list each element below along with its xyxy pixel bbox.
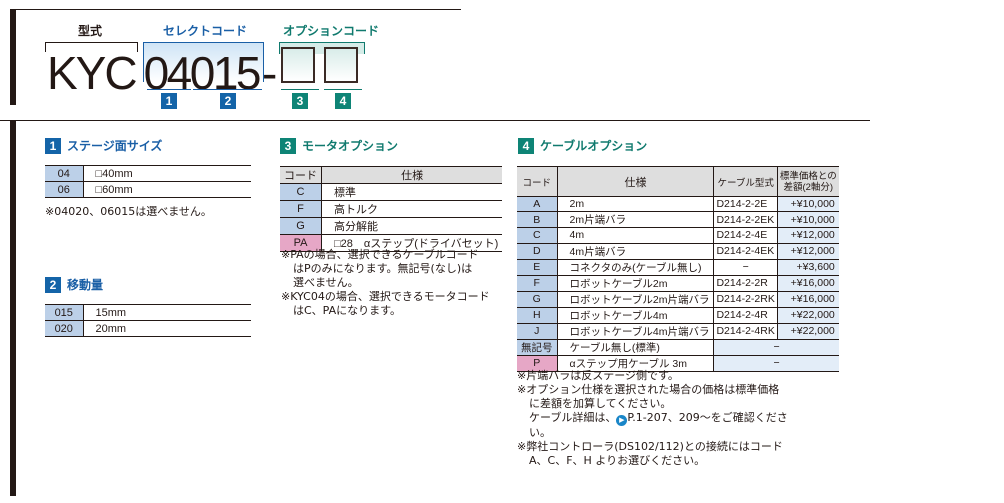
top-rule: [10, 9, 461, 10]
cable-spec: 2m: [556, 195, 714, 213]
model-bracket: [45, 42, 138, 52]
left-bar: [10, 10, 16, 105]
cable-code: B: [517, 211, 557, 229]
option-box-4: [324, 47, 358, 83]
cable-spec: ロボットケーブル4m: [556, 306, 714, 324]
cable-model: D214-2-2RK: [713, 290, 778, 308]
section-rule: [0, 120, 870, 121]
cable-model: D214-2-4R: [713, 306, 778, 324]
cable-model: D214-2-2E: [713, 195, 778, 213]
page-reference-link[interactable]: P.1-207、209〜をご確認くださ: [627, 411, 788, 424]
cable-code: A: [517, 195, 557, 213]
cable-code: D: [517, 242, 557, 260]
cable-price: +¥16,000: [776, 274, 839, 292]
dash: -: [262, 47, 278, 99]
cable-model: D214-2-2EK: [713, 211, 778, 229]
cable-model: D214-2-4EK: [713, 242, 778, 260]
cable-price: +¥22,000: [776, 322, 839, 340]
cable-price: +¥16,000: [776, 290, 839, 308]
stage-size-note: ※04020、06015は選べません。: [45, 205, 212, 218]
cable-price: +¥10,000: [776, 195, 839, 213]
cable-spec: 4m片端バラ: [556, 242, 714, 260]
cable-code: E: [517, 258, 557, 276]
cable-price: +¥12,000: [776, 242, 839, 260]
marker-2: 2: [220, 93, 236, 109]
cable-price: +¥10,000: [776, 211, 839, 229]
marker-3: 3: [292, 93, 308, 109]
cable-model: D214-2-4E: [713, 227, 778, 244]
left-bar-lower: [10, 121, 16, 496]
option-code-label: オプションコード: [283, 24, 380, 38]
model-prefix: KYC: [47, 47, 138, 99]
model-code-row: KYC 04015 -: [47, 50, 277, 96]
table-row: 06□60mm: [45, 181, 251, 198]
table-row: 無記号ケーブル無し(標準)−: [517, 338, 839, 356]
motor-option-notes: ※PAの場合、選択できるケーブルコードはPのみになります。無記号(なし)は選べま…: [281, 248, 490, 317]
cable-model: D214-2-2R: [713, 274, 778, 292]
cable-option-notes: ※片端バラは反ステージ側です。※オプション仕様を選択された場合の価格は標準価格に…: [517, 369, 788, 467]
model-label: 型式: [78, 24, 103, 38]
cable-price: +¥22,000: [776, 306, 839, 324]
select-code-value: 04015: [143, 47, 262, 99]
marker-4: 4: [335, 93, 351, 109]
page-link-arrow-icon[interactable]: ▶: [616, 415, 628, 426]
cable-spec: ロボットケーブル4m片端バラ: [556, 322, 714, 340]
cable-spec: ロボットケーブル2m: [556, 274, 714, 292]
cable-model: −: [713, 258, 778, 276]
cable-spec: 4m: [556, 227, 714, 244]
cable-spec: 2m片端バラ: [556, 211, 714, 229]
cable-code: H: [517, 306, 557, 324]
cable-code: F: [517, 274, 557, 292]
cable-code: C: [517, 227, 557, 244]
select-code-bracket: [143, 42, 264, 82]
select-code-label: セレクトコード: [163, 24, 248, 38]
option-box-3: [281, 47, 315, 83]
cable-model: D214-2-4RK: [713, 322, 778, 340]
cable-code: J: [517, 322, 557, 340]
table-row: PA□28 αステップ(ドライバセット): [280, 234, 503, 252]
cable-code: G: [517, 290, 557, 308]
cable-price: +¥3,600: [776, 258, 839, 276]
table-row: 04□40mm: [45, 165, 251, 182]
cable-spec: ロボットケーブル2m片端バラ: [556, 290, 714, 308]
cable-price: +¥12,000: [776, 227, 839, 244]
cable-spec: コネクタのみ(ケーブル無し): [556, 258, 714, 276]
marker-1: 1: [161, 93, 177, 109]
stage-size-table: 04□40mm 06□60mm: [45, 165, 251, 198]
